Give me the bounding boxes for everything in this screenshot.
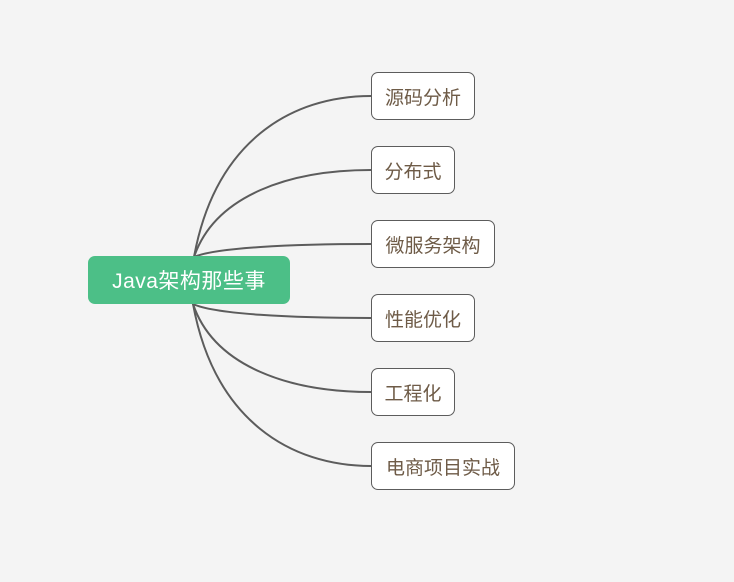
mindmap-child-label: 工程化 [384, 383, 442, 405]
mindmap-child-node-distributed[interactable]: 分布式 [371, 146, 455, 194]
mindmap-child-node-engineering[interactable]: 工程化 [371, 368, 455, 416]
mindmap-child-node-microservice-architecture[interactable]: 微服务架构 [371, 220, 495, 268]
mindmap-child-label: 微服务架构 [385, 235, 481, 257]
mindmap-child-node-source-code-analysis[interactable]: 源码分析 [371, 72, 475, 120]
mindmap-child-node-performance-optimization[interactable]: 性能优化 [371, 294, 475, 342]
mindmap-child-label: 源码分析 [384, 87, 461, 109]
mindmap-child-node-ecommerce-project-practice[interactable]: 电商项目实战 [371, 442, 515, 490]
mindmap-child-label: 性能优化 [384, 309, 461, 331]
mindmap-root-node[interactable]: Java架构那些事 [88, 256, 290, 304]
mindmap-child-label: 电商项目实战 [385, 457, 500, 479]
mindmap-root-label: Java架构那些事 [112, 270, 266, 293]
mindmap-child-label: 分布式 [384, 161, 442, 183]
